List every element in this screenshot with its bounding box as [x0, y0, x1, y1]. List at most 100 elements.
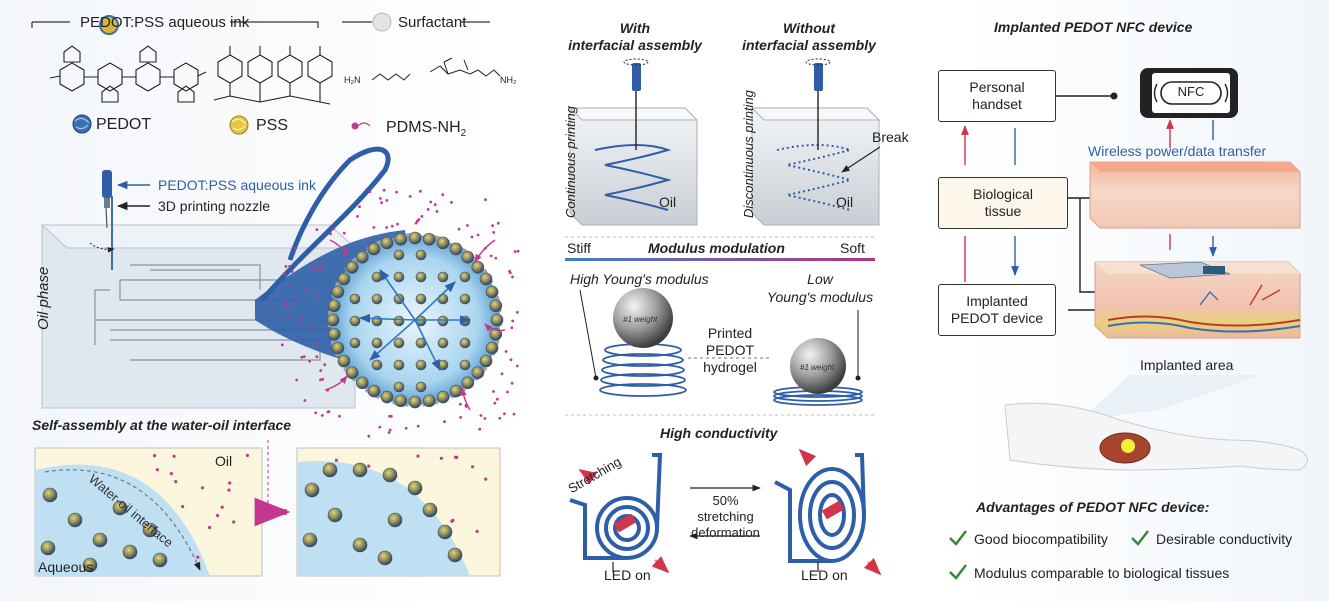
surfactant-dot [379, 197, 382, 200]
surfactant-dot [311, 268, 314, 271]
implanted-area-label: Implanted area [1140, 358, 1233, 372]
particle [448, 548, 462, 562]
surfactant-dot [284, 300, 287, 303]
particle [462, 251, 474, 263]
particle [437, 237, 449, 249]
surfactant-dot [383, 189, 386, 192]
surfactant-dot [388, 431, 391, 434]
surfactant-dot [208, 526, 211, 529]
surfactant-dot [227, 489, 230, 492]
high-modulus-label: High Young's modulus [570, 272, 709, 286]
surfactant-dot [434, 203, 437, 206]
oil-phase-label: Oil phase [36, 267, 51, 330]
surfactant-dot [329, 232, 332, 235]
surfactant-dot [471, 236, 474, 239]
surfactant-dot [385, 199, 388, 202]
surfactant-dot [494, 257, 497, 260]
surfactant-dot [455, 456, 458, 459]
surfactant-dot [476, 530, 479, 533]
surfactant-dot [511, 320, 514, 323]
surfactant-dot [367, 465, 370, 468]
surfactant-dot [501, 372, 504, 375]
tissue-box: Biologicaltissue [938, 177, 1068, 229]
surfactant-dot [510, 326, 513, 329]
surfactant-dot [295, 379, 298, 382]
particle [327, 314, 339, 326]
surfactant-dot [323, 363, 326, 366]
surfactant-dot [287, 283, 290, 286]
surfactant-dot [427, 208, 430, 211]
surfactant-dot [153, 454, 156, 457]
particle [438, 338, 448, 348]
surfactant-dot [391, 225, 394, 228]
pedot-label: PEDOT [96, 117, 151, 133]
particle [338, 273, 350, 285]
surfactant-dot [287, 315, 290, 318]
nfc-title: Implanted PEDOT NFC device [994, 20, 1192, 34]
surfactant-dot [490, 255, 493, 258]
surfactant-dot [459, 416, 462, 419]
surfactant-dot [466, 224, 469, 227]
surfactant-dot [302, 317, 305, 320]
particle [460, 338, 470, 348]
surfactant-dot [291, 270, 294, 273]
particle [416, 272, 426, 282]
surfactant-dot [511, 382, 514, 385]
surfactant-dot [328, 410, 331, 413]
surfactant-dot [491, 224, 494, 227]
surfactant-dot [389, 429, 392, 432]
particle [350, 294, 360, 304]
particle [303, 533, 317, 547]
surfactant-dot [516, 311, 519, 314]
surfactant-dot [441, 193, 444, 196]
particle [460, 316, 470, 326]
surfactant-dot [316, 341, 319, 344]
particle [460, 294, 470, 304]
surfactant-dot [497, 222, 500, 225]
surfactant-dot [316, 267, 319, 270]
weight-label-stiff: #1 weight [623, 316, 657, 324]
particle [450, 243, 462, 255]
particle [394, 338, 404, 348]
surfactant-dot [380, 201, 383, 204]
particle [472, 367, 484, 379]
surfactant-dot [378, 426, 381, 429]
particle [491, 314, 503, 326]
particle [460, 360, 470, 370]
continuous-label: Continuous printing [564, 106, 577, 218]
surfactant-dot [513, 413, 516, 416]
surfactant-dot [480, 414, 483, 417]
particle [123, 545, 137, 559]
surfactant-dot [443, 420, 446, 423]
oil-label-without: Oil [836, 195, 853, 209]
surfactant-dot [196, 556, 199, 559]
surfactant-dot [416, 220, 419, 223]
particle [350, 338, 360, 348]
deformation-label: 50%stretchingdeformation [683, 493, 768, 541]
surfactant-dot [305, 289, 308, 292]
surfactant-dot [338, 415, 341, 418]
self-assembly-title: Self-assembly at the water-oil interface [32, 418, 291, 432]
particle [372, 272, 382, 282]
surfactant-dot [440, 457, 443, 460]
surfactant-dot [509, 271, 512, 274]
particle [416, 360, 426, 370]
surfactant-dot [156, 468, 159, 471]
particle [409, 396, 421, 408]
surfactant-dot [300, 356, 303, 359]
surfactant-dot [367, 435, 370, 438]
particle [381, 391, 393, 403]
ink-legend-title: PEDOT:PSS aqueous ink [80, 15, 249, 30]
surfactant-dot [201, 486, 204, 489]
surfactant-dot [314, 412, 317, 415]
surfactant-dot [459, 403, 462, 406]
surfactant-dot [335, 459, 338, 462]
skin-layer [1090, 162, 1300, 228]
wireless-label: Wireless power/data transfer [1088, 144, 1266, 158]
particle [93, 533, 107, 547]
surfactant-dot [493, 402, 496, 405]
surfactant-dot [300, 321, 303, 324]
particle [41, 541, 55, 555]
particle [368, 243, 380, 255]
surfactant-dot [510, 358, 513, 361]
